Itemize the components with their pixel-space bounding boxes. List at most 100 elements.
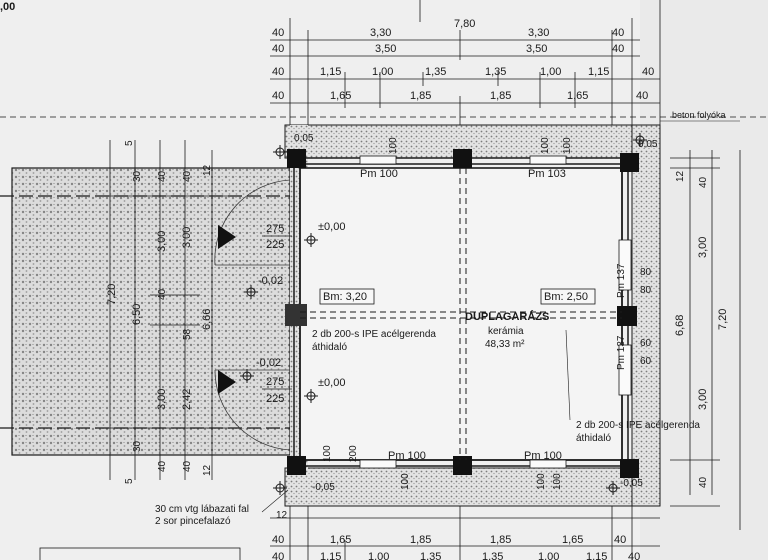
window-label: Pm 100 (388, 450, 426, 462)
dim-text: 3,00 (697, 237, 709, 258)
level-label: -0,02 (258, 275, 283, 287)
sill-dim: 80 (640, 267, 652, 278)
sill-dim: 60 (640, 338, 652, 349)
dim-text: 1,85 (410, 534, 431, 546)
door-dim: 225 (266, 393, 284, 405)
top-dimension-lines (270, 0, 661, 125)
door-dim: 275 (266, 223, 284, 235)
dim-text: 40 (636, 90, 648, 102)
dim-text: 30 (132, 440, 143, 452)
window-openings (359, 155, 632, 469)
level-label: 0,05 (294, 133, 314, 144)
right-dimension-texts: 12 40 3,00 6,68 3,00 40 7,20 (674, 170, 729, 488)
dim-text: 1,15 (588, 66, 609, 78)
beam-note-right: 2 db 200-s IPE acélgerenda (576, 420, 700, 431)
sill-dim: 100 (562, 137, 573, 154)
dim-text: 1,15 (586, 551, 607, 560)
window-label: Pm 100 (524, 450, 562, 462)
dim-text: 1,15 (320, 551, 341, 560)
dim-text: 1,35 (420, 551, 441, 560)
dim-text: 6,68 (674, 315, 686, 336)
dim-text: 40 (698, 176, 709, 188)
dim-text: 1,00 (372, 66, 393, 78)
door-arrow-icon (218, 225, 236, 249)
dim-text: 1,85 (490, 90, 511, 102)
dim-text: 40 (157, 460, 168, 472)
window-label: Pm 137 (616, 335, 627, 370)
dim-text: 1,65 (567, 90, 588, 102)
bm-box-left (319, 288, 375, 305)
bm-label-left: Bm: 3,20 (323, 291, 367, 303)
dim-text: 40 (157, 288, 168, 300)
room-area: 48,33 m² (485, 339, 525, 350)
left-dimension-lines (104, 140, 240, 480)
dim-text: 12 (202, 464, 213, 476)
bottom-dimension-lines (270, 506, 660, 560)
top-dimension-texts: 40 3,30 7,80 3,30 40 40 3,50 3,50 40 40 … (272, 18, 654, 102)
dim-text: 12 (202, 164, 213, 176)
dim-text: 1,65 (330, 534, 351, 546)
level-markers (240, 133, 647, 495)
beam-note-right: áthidaló (576, 433, 611, 444)
dim-text: 7,20 (106, 284, 118, 305)
dim-text: 1,65 (330, 90, 351, 102)
dim-text: 40 (272, 66, 284, 78)
dim-text: 40 (182, 460, 193, 472)
dim-text: 3,30 (370, 27, 391, 39)
right-dimension-lines (670, 150, 741, 530)
level-label: ±0,00 (318, 221, 345, 233)
dim-text: 1,35 (425, 66, 446, 78)
level-label: ±0,00 (318, 377, 345, 389)
level-label: 0,05 (638, 139, 658, 150)
dim-text: 1,85 (410, 90, 431, 102)
sill-dim: 100 (540, 137, 551, 154)
door-dim: 225 (266, 239, 284, 251)
sill-dim: 100 (536, 473, 547, 490)
beam-note-left: 2 db 200-s IPE acélgerenda (312, 329, 436, 340)
dim-text: 40 (272, 534, 284, 546)
sill-dim: 80 (640, 285, 652, 296)
dim-text: 1,35 (482, 551, 503, 560)
dim-text: 3,00 (181, 227, 193, 248)
dim-text: 7,20 (717, 309, 729, 330)
dim-text: 58 (182, 328, 193, 340)
dim-text: 12 (675, 170, 686, 182)
columns (285, 149, 639, 478)
dim-text: 1,65 (562, 534, 583, 546)
dim-text: 3,50 (375, 43, 396, 55)
dim-text: 5 (124, 140, 135, 146)
dim-text: 3,00 (156, 231, 168, 252)
window-label: Pm 103 (528, 168, 566, 180)
sill-dim: 100 (400, 473, 411, 490)
dim-text: 40 (642, 66, 654, 78)
door-dim: 275 (266, 376, 284, 388)
bm-box-right (540, 288, 596, 305)
door-swings (214, 179, 291, 451)
dim-text: 40 (272, 43, 284, 55)
dim-text: 3,50 (526, 43, 547, 55)
dim-text: 1,00 (540, 66, 561, 78)
dim-text: 6,66 (201, 309, 213, 330)
dim-text: 40 (157, 170, 168, 182)
room-floor: kerámia (488, 326, 524, 337)
bottom-dimension-texts: 12 40 1,65 1,85 1,85 1,65 40 40 1,15 1,0… (272, 510, 640, 560)
door-arrow-icon (218, 370, 236, 394)
dim-text: 3,00 (697, 389, 709, 410)
left-dimension-texts: 7,20 30 6,50 30 40 3,00 40 3,00 40 40 3,… (106, 140, 213, 484)
dim-text: 7,80 (454, 18, 475, 30)
dim-text: 1,15 (320, 66, 341, 78)
beam-note-left: áthidaló (312, 342, 347, 353)
dim-text: 40 (612, 43, 624, 55)
dim-text: 12 (276, 510, 288, 521)
bm-label-right: Bm: 2,50 (544, 291, 588, 303)
level-label: -0,05 (312, 482, 335, 493)
corner-label: ,00 (0, 1, 15, 13)
sill-dim: 100 (552, 473, 563, 490)
level-label: -0,02 (256, 357, 281, 369)
adjacent-gravel-area (11, 167, 291, 456)
beton-folyoka-label: beton folyóka (672, 110, 726, 120)
dim-text: 3,00 (156, 389, 168, 410)
sill-dim: 100 (322, 445, 333, 462)
dim-text: 40 (628, 551, 640, 560)
dim-text: 6,50 (131, 304, 143, 325)
